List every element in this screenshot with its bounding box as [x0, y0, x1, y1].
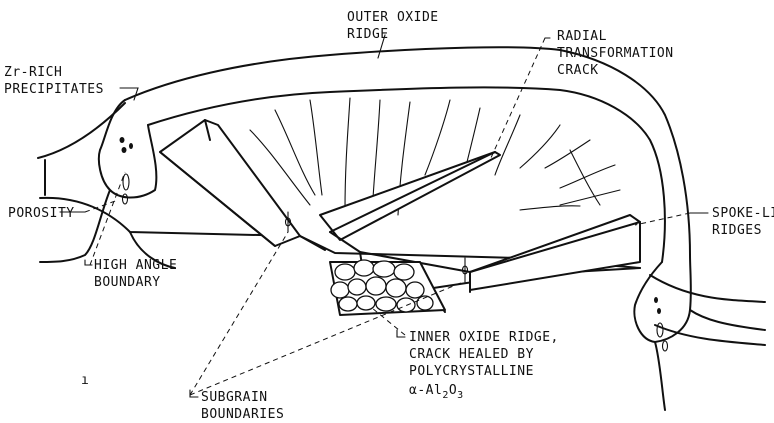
label-subgrain-2: BOUNDARIES [201, 407, 284, 422]
label-inner-1: INNER OXIDE RIDGE, [409, 330, 559, 345]
label-outer-oxide-1: OUTER OXIDE [347, 10, 439, 25]
stray-mark: ı [81, 373, 89, 388]
outer-oxide-ridge [40, 47, 765, 410]
label-inner-2: CRACK HEALED BY [409, 347, 534, 362]
label-spoke-2: RIDGES [712, 223, 762, 238]
label-inner-4-sub2: 3 [457, 390, 464, 401]
radial-crack-lines [250, 98, 620, 215]
label-high-angle-1: HIGH ANGLE [94, 258, 177, 273]
label-high-angle-2: BOUNDARY [94, 275, 161, 290]
label-spoke-1: SPOKE-LIKE [712, 206, 774, 221]
label-radial-1: RADIAL [557, 29, 607, 44]
left-spoke-ridge [160, 120, 300, 246]
label-radial-3: CRACK [557, 63, 599, 78]
left-bulge-porosity [120, 137, 134, 204]
inner-oxide-ridge [330, 260, 445, 315]
label-porosity: POROSITY [8, 206, 75, 221]
label-inner-3: POLYCRYSTALLINE [409, 364, 534, 379]
radial-transformation-crack [320, 152, 500, 240]
right-spoke-ridge [470, 215, 640, 290]
label-inner-4-main: α-Al [409, 383, 442, 398]
label-radial-2: TRANSFORMATION [557, 46, 674, 61]
label-outer-oxide-2: RIDGE [347, 27, 389, 42]
label-inner-4: α-Al2O3 [409, 383, 464, 401]
label-subgrain-1: SUBGRAIN [201, 390, 268, 405]
label-zr-1: Zr-RICH [4, 65, 62, 80]
label-inner-4-mid: O [449, 383, 457, 398]
label-zr-2: PRECIPITATES [4, 82, 104, 97]
